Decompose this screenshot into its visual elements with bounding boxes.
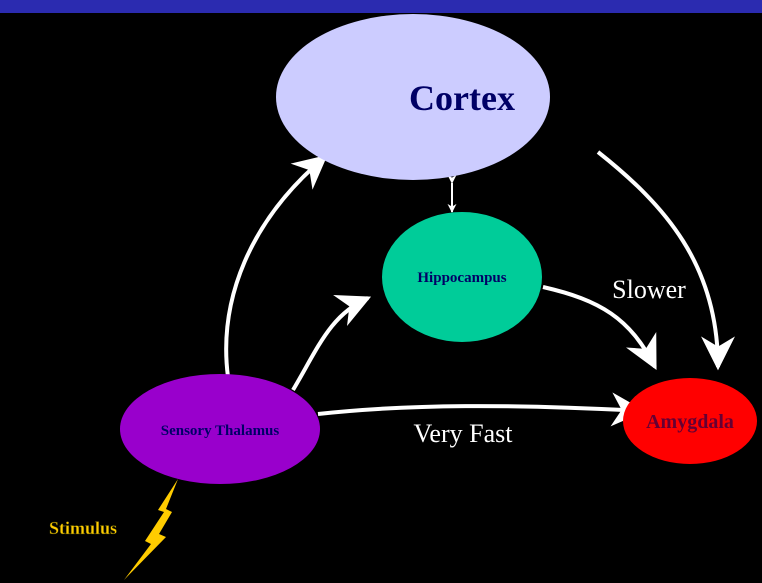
- cortex-node: [276, 14, 550, 180]
- arrow-hippocampus-to-amygdala: [542, 285, 657, 371]
- sensory-thalamus-label: Sensory Thalamus: [161, 423, 280, 439]
- arrow-thalamus-to-hippocampus: [291, 294, 372, 392]
- very-fast-label: Very Fast: [414, 419, 514, 448]
- top-bar: [0, 0, 762, 13]
- amygdala-label: Amygdala: [646, 411, 734, 433]
- lightning-bolt-icon: [124, 479, 178, 580]
- hippocampus-node: [382, 212, 542, 342]
- cortex-label: Cortex: [409, 78, 515, 118]
- hippocampus-label: Hippocampus: [417, 270, 506, 286]
- slower-label: Slower: [612, 275, 686, 304]
- arrow-cortex-to-amygdala: [596, 150, 735, 371]
- arrow-thalamus-to-cortex: [224, 154, 328, 378]
- arrow-thalamus-to-amygdala: [317, 392, 646, 427]
- stimulus-label: Stimulus: [49, 518, 117, 538]
- amygdala-node: [623, 378, 757, 464]
- sensory-thalamus-node: [120, 374, 320, 484]
